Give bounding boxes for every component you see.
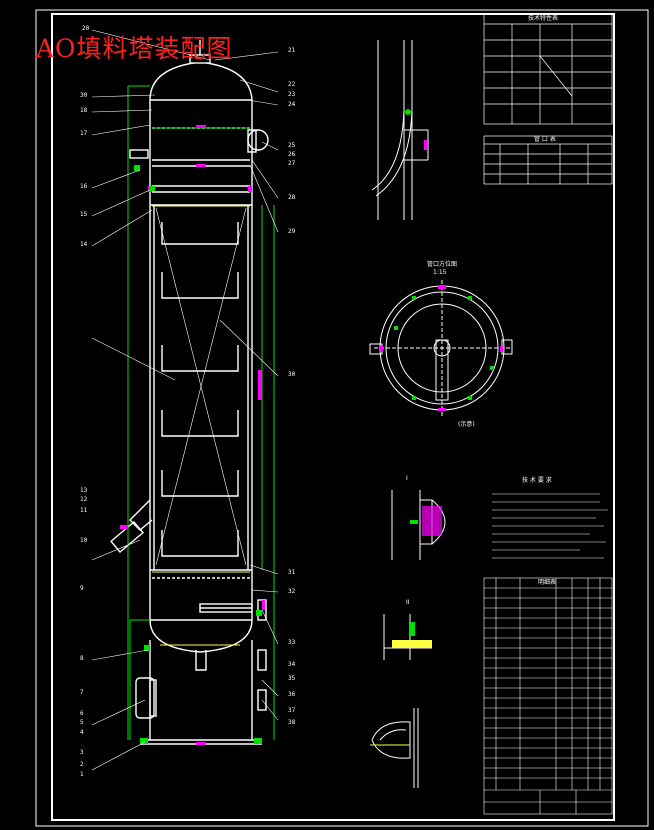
callout-label: 18 <box>80 107 88 114</box>
callout-label: 20 <box>82 25 90 32</box>
detail-top-marker <box>405 109 411 115</box>
callout-label: 5 <box>80 719 84 726</box>
callout-label: 14 <box>80 241 88 248</box>
callout-label: 17 <box>80 130 88 137</box>
drawing-title: AO填料塔装配图 <box>36 34 233 63</box>
callout-label: 26 <box>288 151 296 158</box>
nozzle-table <box>483 135 613 185</box>
outer-border <box>35 9 649 827</box>
callout-label: 22 <box>288 81 296 88</box>
leader-lines-right <box>214 51 279 721</box>
callout-label: 28 <box>288 194 296 201</box>
detail-ii-label: II <box>406 599 410 606</box>
callout-label: 4 <box>80 729 84 736</box>
callout-label: 38 <box>288 719 296 726</box>
detail-i-marker <box>410 520 418 524</box>
callout-label: 10 <box>80 537 88 544</box>
callout-label: 29 <box>288 228 296 235</box>
detail-i-label: I <box>406 475 408 482</box>
callout-label: 13 <box>80 487 88 494</box>
parts-list-title: 明细表 <box>538 579 557 586</box>
callout-label: 8 <box>80 655 84 662</box>
callout-label: 16 <box>80 183 88 190</box>
detail-top-section <box>371 40 429 220</box>
tech-data-table <box>483 13 613 125</box>
detail-top-magenta <box>424 140 427 150</box>
callout-label: 30 <box>288 371 296 378</box>
detail-ii-marker <box>410 622 415 636</box>
callout-label: 21 <box>288 47 296 54</box>
callout-label: 34 <box>288 661 296 668</box>
callout-label: 37 <box>288 707 296 714</box>
callout-label: 25 <box>288 142 296 149</box>
leader-lines-left <box>91 29 211 771</box>
tech-requirements-title: 技 术 要 求 <box>522 477 552 484</box>
detail-iii <box>370 708 419 788</box>
callout-label: 30 <box>80 92 88 99</box>
callout-label: 36 <box>288 691 296 698</box>
orientation-scale: 1:15 <box>433 269 447 276</box>
callout-label: 12 <box>80 496 88 503</box>
callout-label: 32 <box>288 588 296 595</box>
detail-i-hatch <box>422 506 442 536</box>
callout-label: 35 <box>288 675 296 682</box>
callout-label: 6 <box>80 710 84 717</box>
detail-ii-fill <box>392 640 432 648</box>
callout-label: 27 <box>288 160 296 167</box>
callout-label: 33 <box>288 639 296 646</box>
callout-label: 31 <box>288 569 296 576</box>
nozzle-table-title: 管 口 表 <box>534 136 556 143</box>
detail-ii <box>383 614 432 660</box>
orientation-title: 管口方位图 <box>427 261 458 268</box>
callout-label: 24 <box>288 101 296 108</box>
parts-list-table <box>483 577 613 815</box>
tech-requirements-block <box>492 493 608 559</box>
detail-i <box>391 490 446 560</box>
tower-green-marks <box>134 165 262 744</box>
callout-label: 7 <box>80 689 84 696</box>
orientation-note: (示意) <box>458 421 475 428</box>
tech-data-title: 技术特性表 <box>528 15 559 22</box>
inner-border <box>51 13 615 821</box>
callout-label: 23 <box>288 91 296 98</box>
orientation-plan <box>369 280 513 416</box>
callout-label: 11 <box>80 507 88 514</box>
orientation-ring-marks <box>380 286 503 411</box>
callout-label: 3 <box>80 749 84 756</box>
callout-label: 2 <box>80 761 84 768</box>
orientation-green-marks <box>394 296 494 400</box>
callout-label: 15 <box>80 211 88 218</box>
callout-label: 1 <box>80 771 84 778</box>
callout-label: 9 <box>80 585 84 592</box>
tower-elevation <box>110 40 269 745</box>
